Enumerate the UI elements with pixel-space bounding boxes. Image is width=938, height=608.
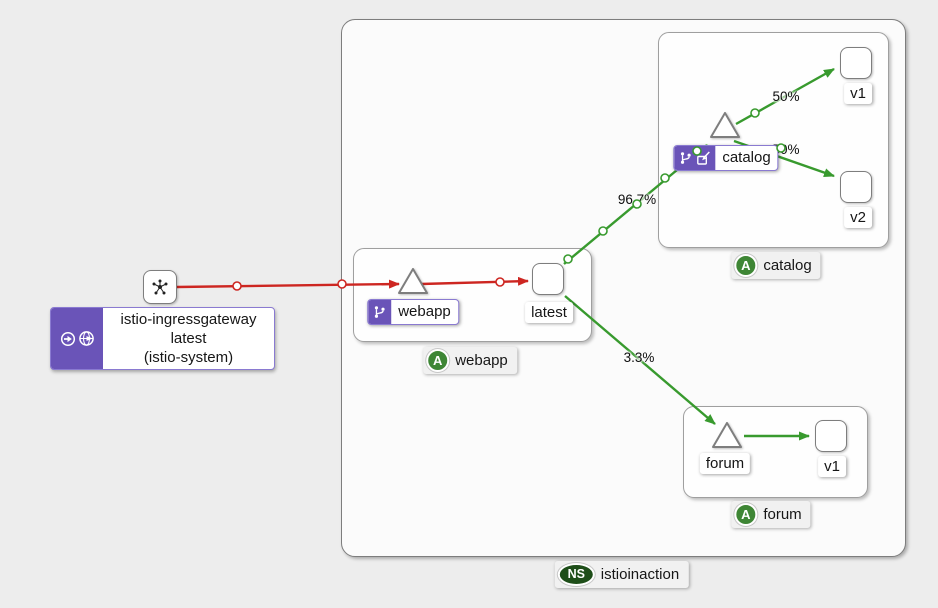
- traffic-source-icon: [60, 331, 75, 346]
- workload-node-catalog-v2[interactable]: [840, 171, 872, 203]
- mesh-icon: [152, 279, 168, 295]
- webapp-service-badges: [368, 300, 392, 324]
- gateway-label-name: istio-ingressgateway: [120, 311, 257, 328]
- mirroring-icon: [697, 151, 710, 165]
- app-badge: A: [734, 254, 758, 277]
- forum-app-label[interactable]: A forum: [731, 501, 811, 528]
- workload-node-istio-ingressgateway[interactable]: [143, 270, 177, 304]
- catalog-app-label[interactable]: A catalog: [731, 252, 821, 279]
- edge-label-catalog-v1[interactable]: 50%: [772, 89, 800, 104]
- virtual-service-icon: [374, 306, 385, 318]
- webapp-service-label-text: webapp: [398, 303, 451, 320]
- service-node-catalog[interactable]: [708, 110, 742, 140]
- webapp-service-label[interactable]: webapp: [367, 299, 459, 325]
- gateway-label-version: latest: [170, 330, 207, 347]
- catalog-v1-node-label[interactable]: v1: [844, 83, 872, 104]
- catalog-v2-node-label[interactable]: v2: [844, 207, 872, 228]
- namespace-label-text: istioinaction: [600, 566, 680, 583]
- service-node-webapp[interactable]: [396, 266, 430, 296]
- gateway-badge-panel: [51, 308, 103, 369]
- edge-label-webapp-catalog[interactable]: 96.7%: [617, 192, 657, 207]
- namespace-label[interactable]: NS istioinaction: [554, 561, 690, 588]
- workload-node-forum-v1[interactable]: [815, 420, 847, 452]
- forum-v1-node-label[interactable]: v1: [818, 456, 846, 477]
- namespace-badge: NS: [557, 563, 595, 586]
- webapp-app-label[interactable]: A webapp: [423, 347, 517, 374]
- traffic-dot: [232, 281, 242, 291]
- catalog-service-badges: [674, 146, 716, 170]
- catalog-app-label-text: catalog: [763, 257, 812, 274]
- webapp-app-label-text: webapp: [455, 352, 508, 369]
- app-badge: A: [734, 503, 758, 526]
- gateway-icon: [78, 331, 94, 346]
- forum-node-label[interactable]: forum: [699, 453, 751, 474]
- virtual-service-icon: [680, 152, 691, 164]
- catalog-service-label-text: catalog: [722, 149, 771, 166]
- edge-label-webapp-forum[interactable]: 3.3%: [623, 350, 655, 365]
- forum-app-label-text: forum: [763, 506, 802, 523]
- workload-node-catalog-v1[interactable]: [840, 47, 872, 79]
- gateway-node-label[interactable]: istio-ingressgateway latest (istio-syste…: [50, 307, 275, 370]
- latest-node-label[interactable]: latest: [525, 302, 573, 323]
- service-node-forum[interactable]: [710, 420, 744, 450]
- catalog-service-label[interactable]: catalog: [673, 145, 779, 171]
- workload-node-webapp-latest[interactable]: [532, 263, 564, 295]
- gateway-label-namespace: (istio-system): [143, 349, 234, 366]
- app-badge: A: [426, 349, 450, 372]
